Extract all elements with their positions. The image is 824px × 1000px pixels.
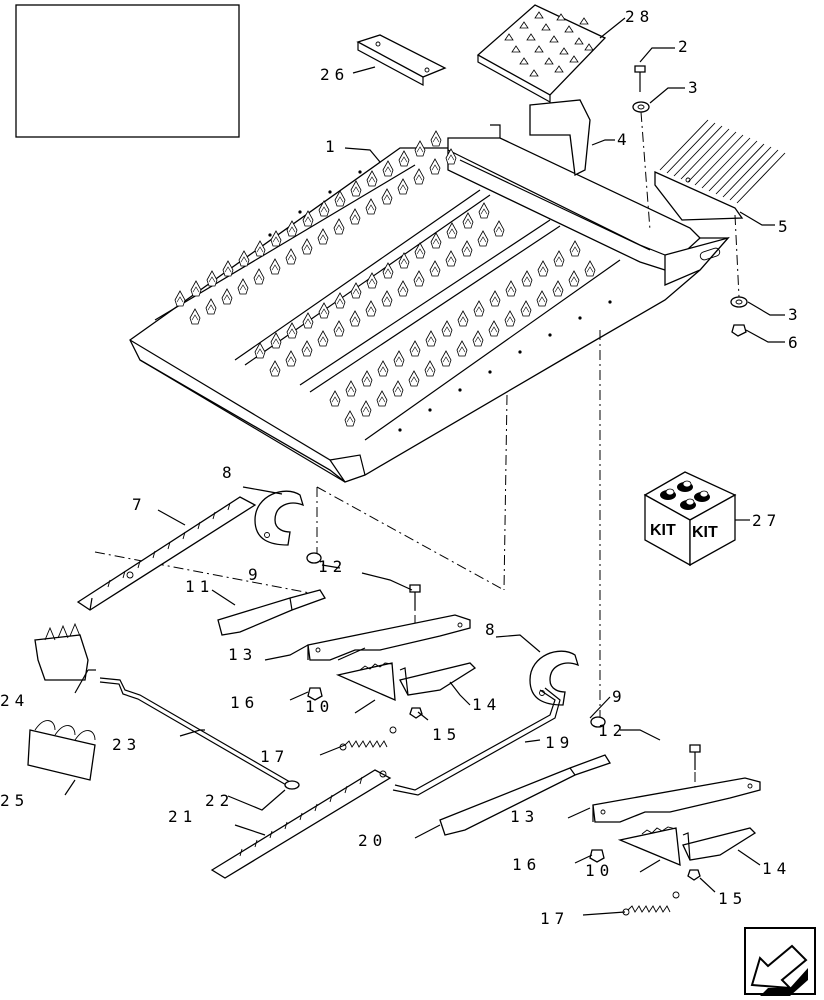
- callout-labels: 1 2 3 3 4 5 6 7 8 8 9 9 10 10 11 12 12 1…: [0, 7, 803, 928]
- part-7-rack-bar: [76, 496, 257, 611]
- callout-4: 4: [617, 130, 632, 149]
- callout-13-lower: 13: [510, 807, 539, 826]
- callout-12-lower: 12: [598, 721, 627, 740]
- part-16-nut: [307, 687, 323, 701]
- part-23-rod: [99, 677, 300, 790]
- callout-16-lower: 16: [512, 855, 541, 874]
- leader-lines: [64, 17, 785, 916]
- callout-1: 1: [325, 137, 340, 156]
- callout-7: 7: [132, 495, 147, 514]
- part-12-bolt: [689, 744, 701, 770]
- callout-16: 16: [230, 693, 259, 712]
- part-14-pawl: [682, 827, 757, 861]
- part-12-bolt: [409, 584, 421, 610]
- callout-5: 5: [778, 217, 793, 236]
- centerline: [316, 486, 505, 591]
- tray-assembly: [129, 99, 730, 483]
- callout-13: 13: [228, 645, 257, 664]
- part-15-nut: [687, 869, 701, 881]
- callout-19: 19: [545, 733, 574, 752]
- part-25-clip: [27, 720, 96, 781]
- callout-8: 8: [222, 463, 237, 482]
- callout-22: 22: [205, 791, 234, 810]
- callout-14-lower: 14: [762, 859, 791, 878]
- callout-10-lower: 10: [585, 861, 614, 880]
- kit-box: KIT KIT: [643, 471, 737, 567]
- callout-25: 25: [0, 791, 29, 810]
- callout-11: 11: [185, 577, 214, 596]
- callout-27: 27: [752, 511, 781, 530]
- hardware-top: [632, 65, 748, 337]
- part-17-spring: [339, 726, 397, 751]
- part-9-washer: [306, 552, 322, 564]
- part-9-washer: [590, 716, 606, 728]
- part-20-lever: [439, 754, 611, 836]
- callout-15-lower: 15: [718, 889, 747, 908]
- part-10-sector: [335, 662, 396, 702]
- part-19-rod: [392, 687, 561, 796]
- part-15-nut: [409, 707, 423, 719]
- part-26-bracket: [356, 34, 447, 87]
- callout-12: 12: [318, 557, 347, 576]
- centerline: [503, 394, 508, 591]
- centerline: [94, 551, 321, 596]
- part-21-rack-bar: [210, 769, 392, 879]
- callout-3: 3: [688, 78, 703, 97]
- part-28-plate: [476, 4, 607, 104]
- reference-frame: [15, 4, 240, 138]
- callout-17: 17: [260, 747, 289, 766]
- callout-21: 21: [168, 807, 197, 826]
- callout-2: 2: [678, 37, 693, 56]
- back-arrow-icon[interactable]: [744, 927, 816, 996]
- part-8-hook: [529, 650, 580, 706]
- part-17-spring: [622, 891, 680, 916]
- part-16-nut: [589, 849, 605, 863]
- callout-24: 24: [0, 691, 29, 710]
- callout-8-lower: 8: [485, 620, 500, 639]
- kit-label-right: KIT: [692, 524, 718, 541]
- callout-14: 14: [472, 695, 501, 714]
- callout-26: 26: [320, 65, 349, 84]
- part-11-lever: [217, 589, 326, 636]
- callout-17-lower: 17: [540, 909, 569, 928]
- part-13-plate: [592, 777, 761, 823]
- callout-9: 9: [248, 565, 263, 584]
- callout-15: 15: [432, 725, 461, 744]
- callout-23: 23: [112, 735, 141, 754]
- callout-20: 20: [358, 831, 387, 850]
- callout-9-lower: 9: [612, 687, 627, 706]
- callout-28: 28: [625, 7, 654, 26]
- part-13-plate: [307, 614, 471, 661]
- callout-3-lower: 3: [788, 305, 803, 324]
- part-24-clip: [34, 622, 96, 681]
- kit-label-left: KIT: [650, 522, 676, 539]
- part-5-comb: [654, 119, 786, 221]
- part-8-hook: [254, 490, 305, 546]
- callout-10: 10: [305, 697, 334, 716]
- part-14-pawl: [399, 662, 477, 696]
- part-10-sector: [617, 826, 681, 867]
- callout-6: 6: [788, 333, 803, 352]
